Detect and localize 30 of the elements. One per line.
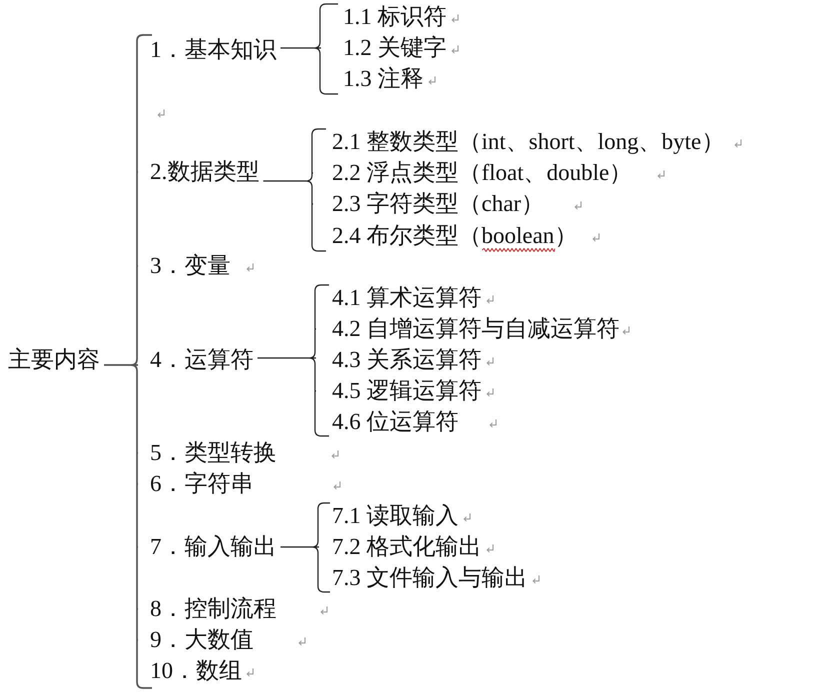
section-label: 3．变量	[150, 255, 230, 277]
subsection-label: 2.3 字符类型（char）	[332, 193, 544, 215]
curly-brace	[280, 502, 331, 593]
subsection-label: 4.1 算术运算符	[332, 287, 482, 309]
subsection-label: 1.3 注释	[343, 68, 424, 90]
curly-brace	[280, 3, 339, 95]
subsection-label: 7.2 格式化输出	[332, 536, 482, 558]
section-label: 9．大数值	[150, 629, 254, 651]
topic-label: 主要内容	[8, 349, 100, 371]
curly-brace	[262, 128, 327, 252]
curly-brace	[256, 284, 330, 437]
subsection-label: 4.3 关系运算符	[332, 349, 482, 371]
section-label: 1．基本知识	[150, 39, 276, 61]
subsection-label: 1.2 关键字	[343, 37, 446, 59]
subsection-label: 4.6 位运算符	[332, 411, 458, 433]
section-label: 10．数组	[150, 660, 242, 682]
section-label: 5．类型转换	[150, 442, 276, 464]
section-label: 8．控制流程	[150, 598, 276, 620]
subsection-label: 4.2 自增运算符与自减运算符	[332, 318, 620, 340]
section-label: 6．字符串	[150, 473, 254, 495]
subsection-label: 7.3 文件输入与输出	[332, 567, 528, 589]
subsection-label: 2.2 浮点类型（float、double）	[332, 162, 632, 184]
section-label: 2.数据类型	[150, 161, 260, 183]
subsection-label: 2.4 布尔类型（boolean）	[332, 225, 578, 247]
subsection-label: 4.5 逻辑运算符	[332, 380, 482, 402]
section-label: 4．运算符	[150, 349, 254, 371]
section-label: 7．输入输出	[150, 536, 276, 558]
subsection-label: 2.1 整数类型（int、short、long、byte）	[332, 131, 724, 153]
subsection-label: 7.1 读取输入	[332, 505, 458, 527]
subsection-label: 1.1 标识符	[343, 6, 446, 28]
